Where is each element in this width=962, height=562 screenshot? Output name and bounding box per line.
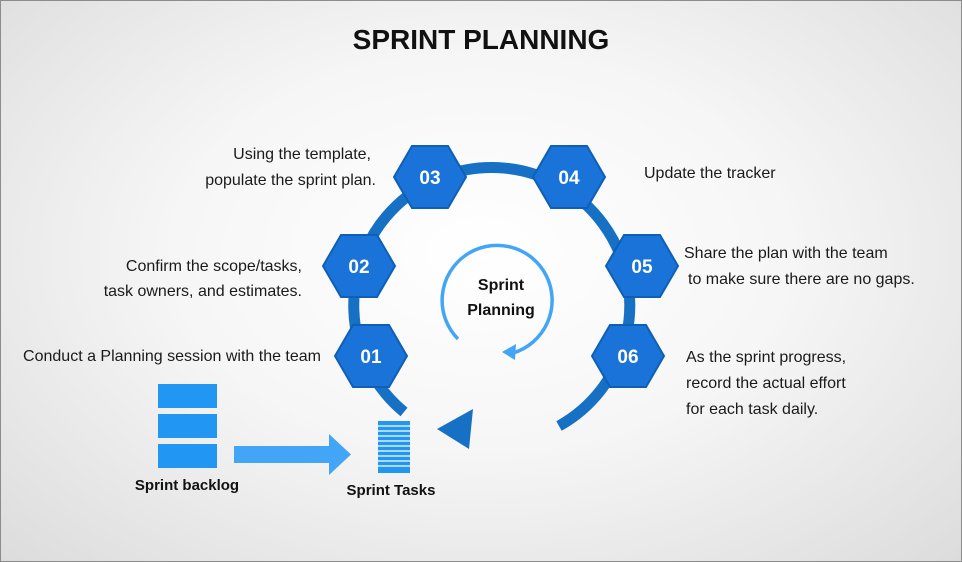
step-hex-04: 04 xyxy=(531,145,607,209)
step-hex-05: 05 xyxy=(604,234,680,298)
step-number: 02 xyxy=(348,257,369,278)
sprint-backlog-label: Sprint backlog xyxy=(135,477,239,494)
sprint-tasks-stack-icon xyxy=(378,421,410,473)
step-number: 05 xyxy=(631,257,653,278)
step-03-text-line1: Using the template, xyxy=(233,146,371,163)
step-01-text-line1: Conduct a Planning session with the team xyxy=(23,348,321,365)
step-number: 03 xyxy=(419,168,440,189)
step-number: 04 xyxy=(558,168,580,189)
backlog-to-tasks-arrow xyxy=(234,434,351,475)
page-title: SPRINT PLANNING xyxy=(353,24,610,55)
step-hex-06: 06 xyxy=(590,324,666,388)
step-04-text-line1: Update the tracker xyxy=(644,165,776,182)
step-hex-01: 01 xyxy=(333,324,409,388)
ring-arrowhead xyxy=(437,409,473,449)
step-03-text-line2: populate the sprint plan. xyxy=(205,172,376,189)
sprint-tasks-label: Sprint Tasks xyxy=(347,482,436,499)
step-06-text-line1: As the sprint progress, xyxy=(686,349,846,366)
step-number: 01 xyxy=(360,347,382,368)
inner-arrowhead xyxy=(502,344,516,360)
step-05-text-line1: Share the plan with the team xyxy=(684,245,888,262)
step-number: 06 xyxy=(617,347,638,368)
center-label-line2: Planning xyxy=(467,302,535,319)
step-02-text-line2: task owners, and estimates. xyxy=(104,283,302,300)
sprint-backlog-stack-icon xyxy=(158,384,217,468)
inner-cycle-arrow xyxy=(440,243,554,360)
step-02-text-line1: Confirm the scope/tasks, xyxy=(126,258,302,275)
center-label-line1: Sprint xyxy=(478,277,525,294)
step-hex-03: 03 xyxy=(392,145,468,209)
step-06-text-line2: record the actual effort xyxy=(686,375,846,392)
step-05-text-line2: to make sure there are no gaps. xyxy=(688,271,915,288)
step-06-text-line3: for each task daily. xyxy=(686,401,818,418)
step-hex-02: 02 xyxy=(321,234,397,298)
